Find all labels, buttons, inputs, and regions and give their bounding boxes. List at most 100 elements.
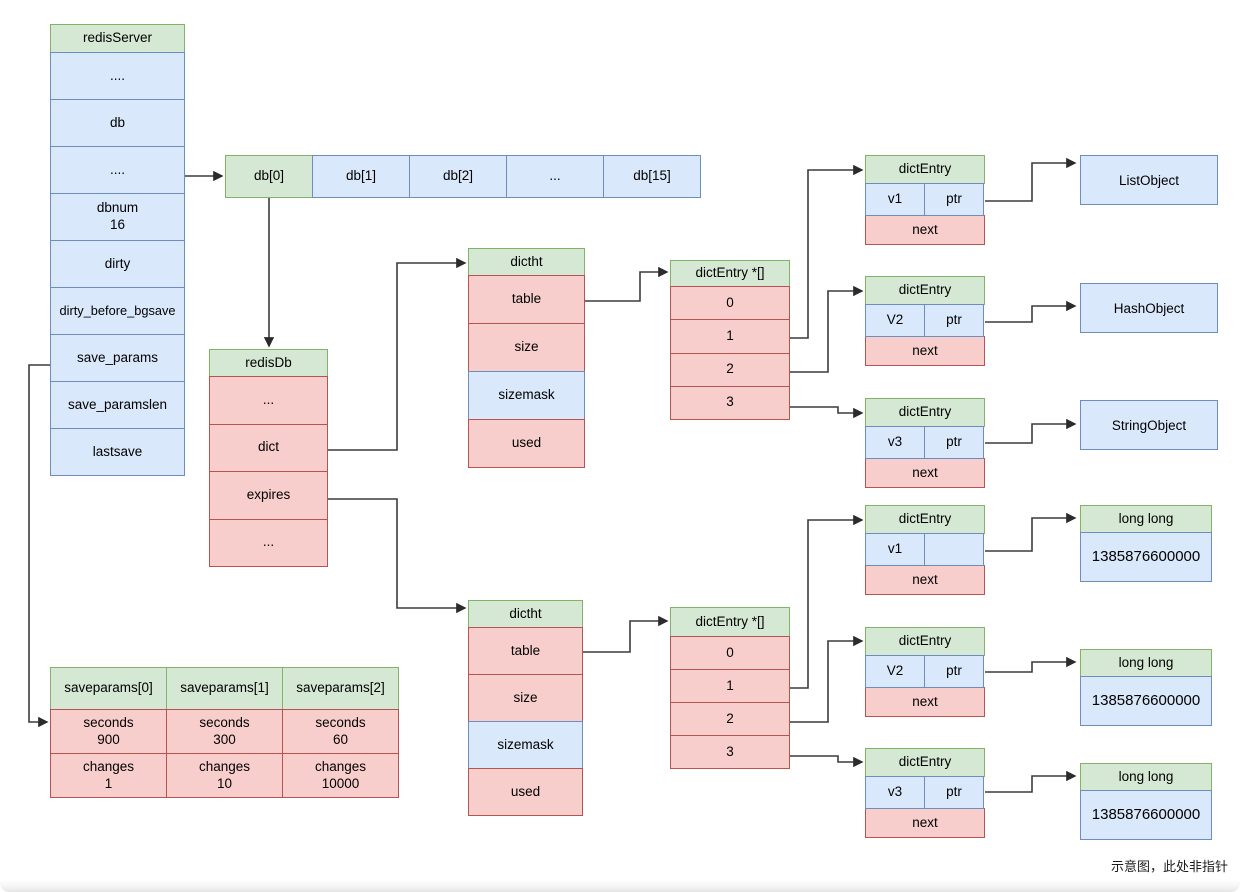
struct-title: dictht [468,248,585,276]
field-row: size [468,674,583,722]
field-row: dbnum 16 [50,193,185,241]
field-row: .... [50,146,185,194]
dictht-top-struct: dictht table size sizemask used [468,248,585,468]
string-object-box: StringObject [1080,400,1218,450]
ptr-cell: ptr [924,183,984,216]
timestamp-value: 1385876600000 [1080,532,1212,582]
ptr-cell: ptr [924,426,984,459]
struct-title: dictht [468,600,583,628]
field-row: table [468,627,583,675]
seconds-cell: seconds 60 [282,709,399,754]
db-array-cell: db[0] [225,155,313,198]
arrow-table-bottom-to-bucket [583,615,669,653]
key-cell: v3 [865,426,925,459]
key-ptr-row: V2 ptr [865,304,985,337]
arrow-bucket-bottom-1 [790,514,864,689]
key-cell: v1 [865,533,925,566]
field-row: .... [50,52,185,100]
struct-title: redisDb [209,349,328,377]
bucket-slot: 1 [670,319,790,354]
arrow-ptr-to-longlong-3 [985,770,1077,793]
arrow-bucket-bottom-2 [790,635,864,723]
field-row: save_params [50,334,185,382]
long-long-box: long long 1385876600000 [1080,505,1212,582]
struct-title: dictEntry [865,627,985,656]
changes-cell: changes 10 [166,753,283,798]
next-cell: next [865,808,985,838]
ptr-cell: ptr [924,776,984,809]
window-bottom-edge [0,879,1240,892]
key-ptr-row: v3 ptr [865,426,985,459]
field-row: used [468,419,585,468]
key-ptr-row: V2 ptr [865,655,985,688]
timestamp-value: 1385876600000 [1080,676,1212,726]
bucket-slot: 3 [670,385,790,420]
arrow-table-top-to-bucket [585,266,669,302]
key-ptr-row: v1 ptr [865,183,985,216]
seconds-cell: seconds 300 [166,709,283,754]
struct-title: dictEntry [865,505,985,534]
field-row: dirty [50,240,185,288]
next-cell: next [865,215,985,245]
dict-entry-node: dictEntry v3 ptr next [865,398,985,488]
struct-title: dictEntry *[] [670,260,790,287]
key-ptr-row: v1 [865,533,985,566]
saveparams-col-0: saveparams[0] seconds 900 changes 1 [50,667,167,798]
struct-title: saveparams[0] [50,667,167,710]
dictht-bottom-struct: dictht table size sizemask used [468,600,583,816]
dict-entry-node: dictEntry V2 ptr next [865,276,985,366]
key-cell: v1 [865,183,925,216]
db-array-cell: db[2] [409,155,507,198]
field-row: used [468,768,583,816]
arrow-bucket-bottom-3 [790,755,864,768]
footnote-text: 示意图，此处非指针 [1110,859,1228,874]
bucket-array-top: dictEntry *[] 0 1 2 3 [670,260,790,420]
struct-title: saveparams[1] [166,667,283,710]
field-row: dirty_before_bgsave [50,287,185,335]
field-row: dict [209,423,328,472]
struct-title: saveparams[2] [282,667,399,710]
dict-entry-node: dictEntry v3 ptr next [865,748,985,838]
struct-title: dictEntry [865,155,985,184]
arrow-bucket-top-1 [790,164,864,339]
saveparams-col-1: saveparams[1] seconds 300 changes 10 [166,667,283,798]
next-cell: next [865,687,985,717]
seconds-cell: seconds 900 [50,709,167,754]
bucket-slot: 1 [670,669,790,703]
field-row: table [468,275,585,324]
key-ptr-row: v3 ptr [865,776,985,809]
struct-title: redisServer [50,24,185,53]
field-row: expires [209,471,328,520]
db-array-cell: ... [506,155,604,198]
saveparams-col-2: saveparams[2] seconds 60 changes 10000 [282,667,399,798]
field-row: ... [209,376,328,425]
dict-entry-node: dictEntry v1 ptr next [865,155,985,245]
bucket-slot: 0 [670,636,790,670]
struct-title: long long [1080,763,1212,791]
redis-server-struct: redisServer .... db .... dbnum 16 dirty … [50,24,185,476]
struct-title: dictEntry [865,398,985,427]
arrow-ptr-to-stringobject [985,418,1077,444]
arrow-ptr-to-listobject [985,157,1077,202]
bucket-slot: 3 [670,735,790,769]
arrow-ptr-to-hashobject [985,300,1077,323]
ptr-cell [924,533,984,566]
field-row: lastsave [50,428,185,476]
bucket-slot: 0 [670,286,790,321]
key-cell: V2 [865,304,925,337]
key-cell: v3 [865,776,925,809]
struct-title: dictEntry [865,276,985,305]
long-long-box: long long 1385876600000 [1080,649,1212,726]
field-row: sizemask [468,371,585,420]
struct-title: dictEntry [865,748,985,777]
field-row: size [468,323,585,372]
arrow-expires-to-dictht [328,498,467,614]
bucket-slot: 2 [670,702,790,736]
hash-object-box: HashObject [1080,283,1218,333]
db-array-cell: db[15] [603,155,701,198]
next-cell: next [865,336,985,366]
field-row: save_paramslen [50,381,185,429]
field-row: ... [209,518,328,567]
changes-cell: changes 10000 [282,753,399,798]
arrow-dict-to-dictht [328,257,467,451]
